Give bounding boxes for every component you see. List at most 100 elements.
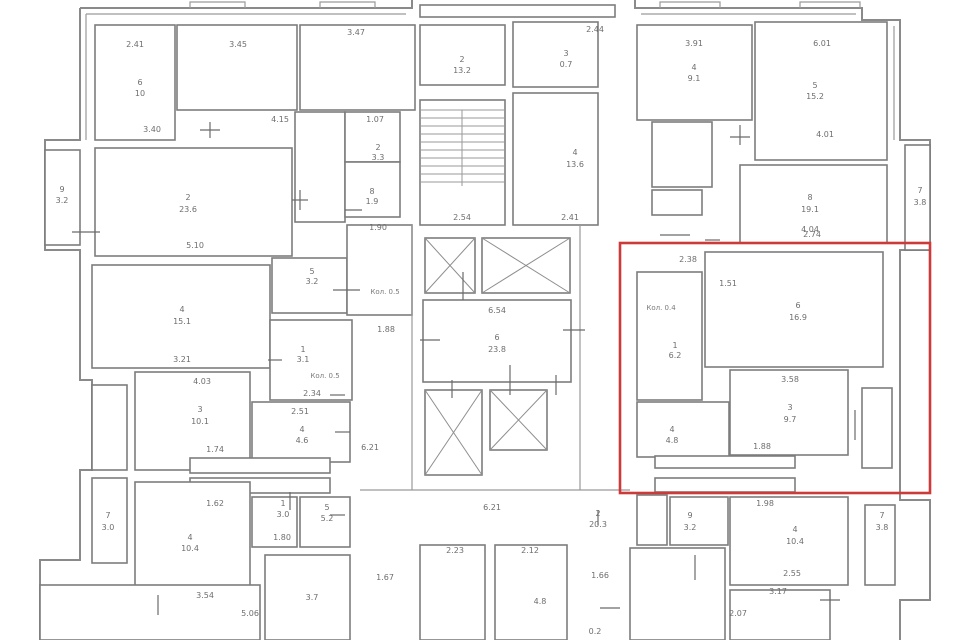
counter-right-2: [654, 477, 796, 493]
room-number: 4: [572, 148, 577, 157]
room-number: 2: [459, 55, 464, 64]
dim-label: 5.10: [186, 241, 204, 250]
room-right-11: [669, 496, 729, 546]
elevator-shafts: [424, 237, 571, 476]
stairs: [420, 109, 505, 186]
room-number: 7: [879, 511, 884, 520]
dim-label: 1.80: [273, 533, 291, 542]
room-right-13: [629, 547, 726, 640]
room-left-14: [264, 554, 351, 640]
room-number: 6: [494, 333, 499, 342]
room-number: 2: [375, 143, 380, 152]
room-area: 13.6: [566, 160, 584, 169]
room-area: 4.8: [666, 436, 679, 445]
dim-label: 1.74: [206, 445, 224, 454]
dim-label: 1.88: [753, 442, 771, 451]
dim-label: 3.91: [685, 39, 703, 48]
dim-label: 1.07: [366, 115, 384, 124]
room-right-1: [636, 24, 753, 121]
room-number: 5: [812, 81, 817, 90]
dim-label: 1.88: [377, 325, 395, 334]
room-left-bath: [344, 111, 401, 163]
room-number: 2: [185, 193, 190, 202]
dim-label: 2.41: [561, 213, 579, 222]
room-area: 23.6: [179, 205, 197, 214]
room-area: 10.4: [786, 537, 804, 546]
dim-label: 6.01: [813, 39, 831, 48]
room-left-9: [251, 401, 351, 463]
room-area: 3.8: [876, 523, 889, 532]
room-area: 3.0: [102, 523, 115, 532]
dim-label: 2.44: [586, 25, 604, 34]
room-right-4: [651, 189, 703, 216]
dim-label: 4.15: [271, 115, 289, 124]
room-right-3: [651, 121, 713, 188]
room-area: 16.9: [789, 313, 807, 322]
dim-label: 1.98: [756, 499, 774, 508]
room-note: Кол. 0.5: [310, 372, 339, 380]
dim-label: 3.21: [173, 355, 191, 364]
room-left-corridor: [346, 224, 413, 316]
core-room-top: [419, 24, 506, 86]
room-right-7: [636, 271, 703, 401]
room-area: 5.2: [321, 514, 334, 523]
dim-label: 1.90: [369, 223, 387, 232]
dim-label: 2.23: [446, 546, 464, 555]
core-room-bottom-1: [419, 544, 486, 640]
room-number: 1: [672, 341, 677, 350]
balcony-left-1: [44, 149, 81, 246]
dim-label: 4.01: [816, 130, 834, 139]
central-core: [360, 4, 630, 640]
room-number: 3: [197, 405, 202, 414]
room-number: 4: [669, 425, 674, 434]
room-note: Кол. 0.5: [370, 288, 399, 296]
room-area: 9.1: [688, 74, 701, 83]
room-area: 3.7: [306, 593, 319, 602]
room-number: 3: [787, 403, 792, 412]
room-left-1: [94, 24, 176, 141]
room-area: 10.1: [191, 417, 209, 426]
dim-label: 3.40: [143, 125, 161, 134]
room-note: Кол. 0.4: [646, 304, 676, 312]
room-number: 9: [687, 511, 692, 520]
dim-label: 4.04: [801, 225, 819, 234]
room-left-4: [94, 147, 293, 257]
room-number: 4: [691, 63, 696, 72]
room-number: 7: [105, 511, 110, 520]
room-area: 3.2: [56, 196, 69, 205]
room-number: 3: [563, 49, 568, 58]
room-area: 10: [135, 89, 145, 98]
room-number: 8: [807, 193, 812, 202]
room-left-12: [299, 496, 351, 548]
door-ticks: [72, 122, 856, 615]
room-number: 5: [324, 503, 329, 512]
dim-label: 2.55: [783, 569, 801, 578]
room-area: 3.3: [372, 153, 385, 162]
room-area: 13.2: [453, 66, 471, 75]
room-area: 15.2: [806, 92, 824, 101]
balcony-left-3: [91, 477, 128, 564]
dim-label: 3.58: [781, 375, 799, 384]
room-left-2: [176, 24, 298, 111]
room-left-wc: [344, 161, 401, 218]
core-top-strip: [419, 4, 616, 18]
room-number: 6: [795, 301, 800, 310]
room-left-13: [39, 584, 261, 640]
room-number: 1: [300, 345, 305, 354]
room-area: 3.8: [914, 198, 927, 207]
balcony-right-2: [861, 387, 893, 469]
dim-label: 2.38: [679, 255, 697, 264]
room-number: 8: [369, 187, 374, 196]
room-left-3: [299, 24, 416, 111]
dim-label: 6.21: [483, 503, 501, 512]
room-number: 4: [299, 425, 304, 434]
dim-label: 2.34: [303, 389, 321, 398]
dim-label: 3.17: [769, 587, 787, 596]
room-right-2: [754, 21, 888, 161]
dim-label: 6.54: [488, 306, 506, 315]
room-area: 15.1: [173, 317, 191, 326]
dim-label: 2.41: [126, 40, 144, 49]
room-number: 4: [187, 533, 192, 542]
balcony-right-1: [904, 144, 931, 251]
